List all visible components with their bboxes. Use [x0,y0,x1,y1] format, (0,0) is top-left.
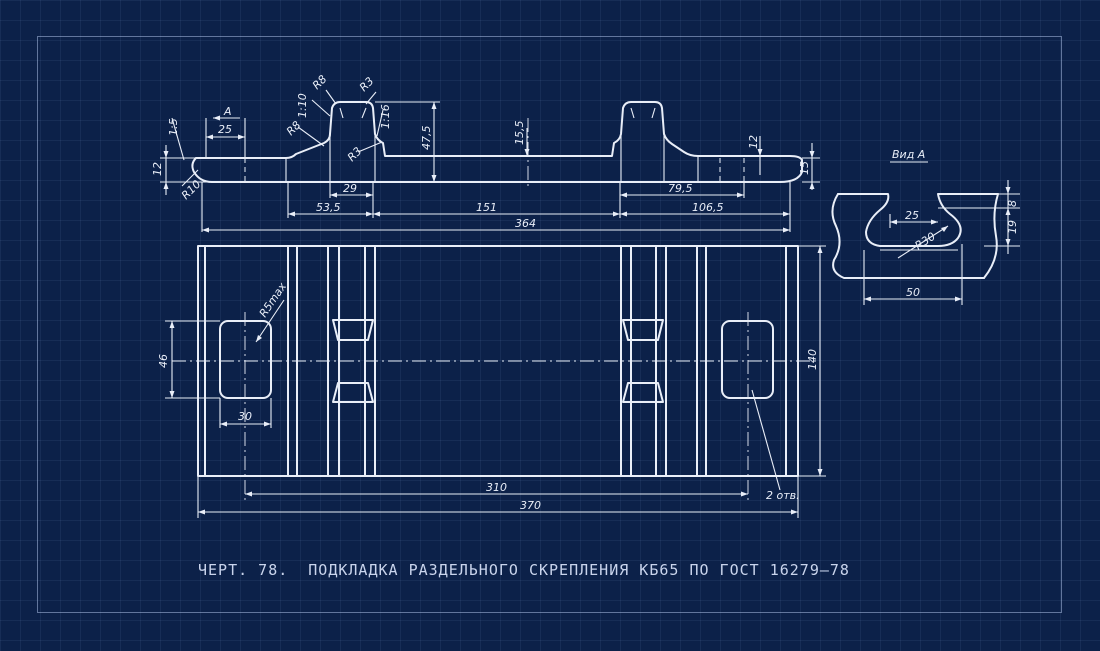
holes-note: 2 отв. [766,489,800,502]
side-profile-bottom [211,159,803,183]
dim-364: 364 [515,217,536,230]
dim-29: 29 [343,182,357,195]
drawing-frame [37,36,1062,613]
side-arrowheads [163,102,815,233]
view-a-break-right [983,193,999,279]
figure-title: ПОДКЛАДКА РАЗДЕЛЬНОГО СКРЕПЛЕНИЯ КБ65 ПО… [308,561,850,579]
plan-rib-windows [332,319,664,403]
plan-view: 46 30 R5max 140 310 370 2 отв. [157,245,826,518]
dim-15-5: 15,5 [513,121,526,146]
plan-hole-right [721,320,774,399]
figure-number: ЧЕРТ. 78. [198,561,289,579]
radius-r5max: R5max [257,280,290,320]
view-a-radius-r30: R30 [913,230,938,253]
dim-106-5: 106,5 [692,201,724,214]
slope-1-16: 1:16 [379,104,392,129]
radius-r8-left: R8 [284,119,304,139]
view-a-break-left [831,193,985,279]
side-extension-lines [160,101,820,232]
radius-r10: R10 [179,178,203,202]
slope-1-10: 1:10 [296,93,309,118]
plan-hole-left [219,320,272,399]
dim-79-5: 79,5 [668,182,693,195]
dim-30: 30 [238,410,252,423]
dim-151: 151 [476,201,497,214]
radius-r8-top: R8 [310,73,330,93]
view-a-arrowheads [864,187,1011,302]
view-a-dim-8: 8 [1006,200,1019,207]
dim-46: 46 [157,354,170,368]
view-a-title: Вид А [892,148,925,161]
dim-53-5: 53,5 [316,201,341,214]
view-a-dimension-lines [863,180,1020,305]
view-a-detail: Вид А [831,148,1020,305]
side-left-end [191,157,213,183]
view-a-profile [837,193,999,247]
dim-12-left: 12 [151,162,164,176]
side-leaders [171,89,384,187]
figure-caption: ЧЕРТ. 78. ПОДКЛАДКА РАЗДЕЛЬНОГО СКРЕПЛЕНИ… [198,561,850,579]
radius-r3-bottom: R3 [345,145,365,165]
plan-arrowheads [169,246,823,515]
dim-47-5: 47,5 [420,126,433,151]
slope-1-5: 1:5 [167,118,180,136]
dim-310: 310 [486,481,507,494]
dim-370: 370 [520,499,541,512]
dim-15: 15 [798,161,811,175]
view-a-dim-25: 25 [905,209,919,222]
side-view: 25 А 12 1:5 R10 R8 1:10 R8 R3 1:16 R3 47… [151,73,820,233]
dim-12-right: 12 [747,135,760,149]
view-a-dim-19: 19 [1006,220,1019,234]
dim-140: 140 [806,349,819,370]
view-a-arrow-label: А [223,105,232,118]
side-rib-taper [339,107,656,119]
dim-25-side: 25 [218,123,232,136]
plan-dimension-lines [165,245,826,518]
radius-r3-top: R3 [357,75,377,95]
view-a-dim-50: 50 [906,286,920,299]
